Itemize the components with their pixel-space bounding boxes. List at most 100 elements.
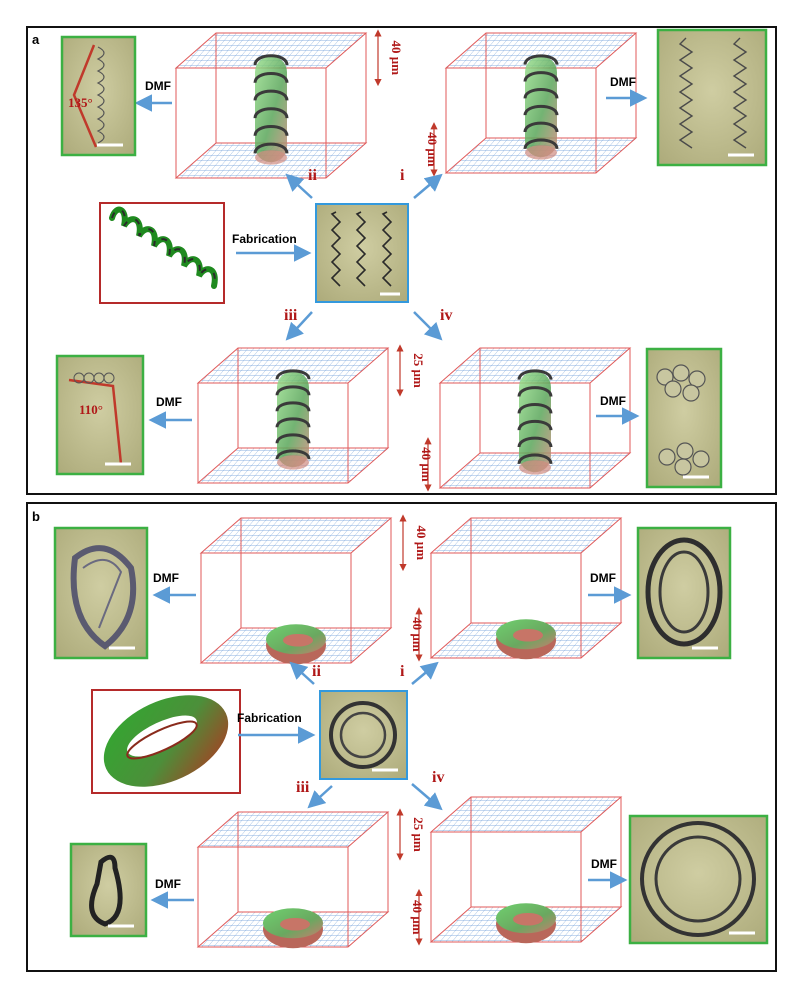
deformed-ring-inner [82, 559, 123, 629]
angle-label: 110° [79, 402, 103, 417]
spacer-height-label: 25 µm [411, 353, 426, 388]
ring-outer [640, 821, 756, 937]
torus-hole [283, 633, 313, 647]
center-micrograph [315, 203, 409, 303]
coil-end [525, 145, 557, 160]
collapsed-loop [674, 458, 692, 476]
collapsed-ring [89, 854, 123, 927]
coil-end [255, 150, 287, 165]
angle-lines [68, 378, 123, 465]
spacer-height-label: 40 µm [419, 447, 434, 482]
arrow-iv [413, 311, 443, 341]
coil-end [277, 455, 309, 470]
straight-helix [678, 37, 694, 149]
collapsed-loop [656, 368, 674, 386]
angle-lines [72, 44, 98, 148]
coil-winding [523, 54, 559, 150]
micrograph-i [656, 28, 768, 167]
arrow-iii [285, 311, 313, 341]
roman-iii: iii [296, 779, 310, 796]
arrow-i [413, 173, 443, 199]
panel-label: b [32, 509, 40, 524]
confinement-box-i: 40 µm [410, 517, 623, 662]
bent-helix [96, 46, 105, 144]
micrograph-iii [69, 842, 148, 938]
confinement-box-ii: 40 µm [199, 514, 429, 665]
ring-inner [654, 835, 742, 923]
roman-i: i [400, 663, 405, 680]
panel-label: a [32, 32, 40, 47]
micrograph-frame [628, 814, 769, 945]
deformed-ring [70, 545, 137, 650]
micrograph-i [636, 526, 732, 660]
arrow-i [411, 661, 439, 685]
micrograph-iii: 110° [55, 354, 145, 476]
roman-i: i [400, 167, 405, 184]
roman-ii: ii [312, 663, 321, 680]
dmf-label-iii: DMF [156, 395, 182, 409]
roman-iv: iv [440, 307, 452, 324]
torus-hole [280, 917, 310, 931]
model-frame [99, 202, 225, 304]
dmf-label-iii: DMF [155, 877, 181, 891]
dmf-label-ii: DMF [145, 79, 171, 93]
spacer-height-label: 40 µm [389, 40, 404, 75]
coil-end [519, 460, 551, 475]
collapsed-loop [658, 448, 676, 466]
spacer-height-label: 40 µm [410, 617, 425, 652]
micrograph-ii: 135° [60, 35, 137, 157]
torus-hole [513, 628, 543, 642]
straight-helix [732, 37, 748, 149]
coil-winding [517, 369, 553, 465]
confinement-box-ii: 40 µm [174, 29, 404, 179]
center-frame [319, 690, 408, 780]
dmf-label-ii: DMF [153, 571, 179, 585]
fabrication-label: Fabrication [232, 232, 297, 246]
confinement-box-iii: 25 µm [196, 344, 426, 484]
confinement-box-iv: 40 µm [410, 796, 623, 946]
angle-label: 135° [68, 95, 93, 110]
spacer-height-label: 40 µm [414, 525, 429, 560]
arrow-iv [411, 783, 443, 811]
collapsed-loop [692, 450, 710, 468]
roman-ii: ii [308, 167, 317, 184]
arrow-ii [289, 661, 315, 685]
arrow-ii [285, 173, 313, 199]
ellipse-outer [645, 537, 723, 647]
confinement-box-iv: 40 µm [419, 347, 632, 492]
spacer-height-label: 40 µm [425, 132, 440, 167]
dmf-label-iv: DMF [600, 394, 626, 408]
zigzag-wire [355, 211, 367, 287]
torus-model-hole [127, 715, 197, 757]
ellipse-inner [658, 550, 710, 634]
coil-loop [103, 372, 115, 384]
collapsed-loop [676, 442, 694, 460]
collapsed-loop [664, 380, 682, 398]
collapsed-loop [672, 364, 690, 382]
helix-model-shadow [111, 208, 216, 287]
arrow-iii [307, 785, 333, 809]
micrograph-iv [645, 347, 723, 489]
collapsed-loop [682, 384, 700, 402]
center-micrograph [319, 690, 408, 780]
dmf-label-iv: DMF [591, 857, 617, 871]
model-box [91, 689, 241, 794]
torus-model-inner-rim [126, 720, 198, 760]
micrograph-frame [55, 354, 145, 476]
micrograph-ii [53, 526, 149, 660]
coil-winding [275, 369, 311, 460]
confinement-box-iii: 25 µm [196, 808, 426, 949]
spacer-height-label: 25 µm [411, 817, 426, 852]
spacer-height-label: 40 µm [410, 900, 425, 935]
roman-iii: iii [284, 307, 298, 324]
ring-inner [339, 711, 387, 759]
micrograph-frame [636, 526, 732, 660]
model-box [99, 202, 225, 304]
confinement-box-i: 40 µm [425, 32, 638, 177]
coil-winding [253, 54, 289, 154]
zigzag-wire [381, 211, 393, 287]
fabrication-label: Fabrication [237, 711, 302, 725]
zigzag-wire [330, 211, 342, 287]
